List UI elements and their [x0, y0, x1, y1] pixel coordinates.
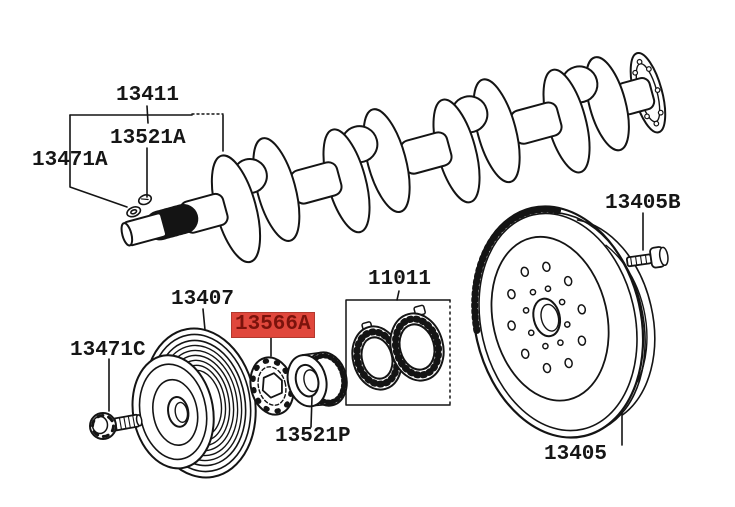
leader-lines: [69, 105, 644, 446]
part-label-13405b[interactable]: 13405B: [605, 192, 681, 215]
crankshaft-pulley-drawing: [131, 327, 257, 479]
pulley-bolt-drawing: [89, 412, 143, 440]
part-label-13521p[interactable]: 13521P: [275, 425, 351, 448]
crankshaft-drawing: [120, 51, 667, 264]
flywheel-bolt-holes: [507, 261, 587, 374]
thrust-washer-box-drawing: [345, 299, 451, 406]
part-label-13407[interactable]: 13407: [171, 288, 235, 311]
flywheel-drawing: [471, 205, 656, 439]
part-label-13471c[interactable]: 13471C: [70, 339, 146, 362]
part-label-13566a-highlighted[interactable]: 13566A: [231, 312, 315, 338]
flywheel-bolt-drawing: [625, 246, 669, 269]
part-label-11011[interactable]: 11011: [368, 268, 432, 291]
part-label-13471a[interactable]: 13471A: [32, 149, 108, 172]
timing-gear-drawing: [286, 351, 348, 408]
part-label-13411[interactable]: 13411: [116, 84, 180, 107]
part-label-13521a[interactable]: 13521A: [110, 127, 186, 150]
ring-gear-teeth: [471, 205, 565, 334]
part-label-13405[interactable]: 13405: [544, 443, 608, 466]
crankshaft-keys-drawing: [126, 194, 153, 218]
